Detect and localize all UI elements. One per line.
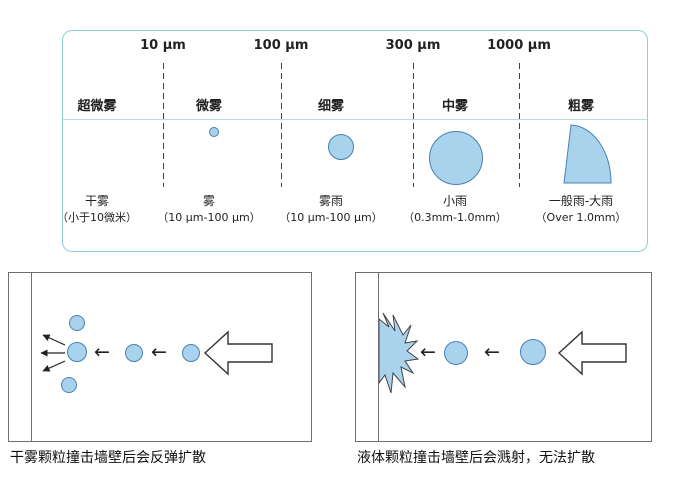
large-droplet-shape xyxy=(563,124,612,184)
precipitation-range: （0.3mm-1.0mm） xyxy=(403,211,507,224)
size-threshold-label: 300 μm xyxy=(385,38,441,53)
flow-direction-arrow-icon xyxy=(558,330,627,376)
scatter-arrows-icon xyxy=(40,334,66,372)
size-divider-line xyxy=(281,63,282,187)
mist-category-label: 中雾 xyxy=(441,99,468,114)
precipitation-type: 雾雨 xyxy=(318,194,343,208)
precipitation-range: （10 μm-100 μm） xyxy=(279,211,383,224)
precipitation-label: 一般雨-大雨 （Over 1.0mm） xyxy=(506,193,656,225)
droplet-size-panel: 10 μm 100 μm 300 μm 1000 μm 超微雾 微雾 细雾 中雾… xyxy=(57,30,648,252)
precipitation-range: （Over 1.0mm） xyxy=(535,211,627,224)
dry-fog-impact-diagram: ← ← xyxy=(8,272,312,442)
wall-line xyxy=(31,273,32,441)
left-arrow-icon: ← xyxy=(151,341,167,363)
flow-direction-arrow-icon xyxy=(204,330,273,376)
precipitation-range: （小于10微米） xyxy=(57,211,137,224)
size-divider-line xyxy=(519,63,520,187)
right-diagram-caption: 液体颗粒撞击墙壁后会溅射，无法扩散 xyxy=(357,450,595,466)
left-arrow-icon: ← xyxy=(420,341,436,363)
droplet-circle xyxy=(444,341,468,365)
precipitation-type: 小雨 xyxy=(442,194,467,208)
size-threshold-label: 10 μm xyxy=(140,38,186,53)
precipitation-label: 干雾 （小于10微米） xyxy=(22,193,172,225)
droplet-circle xyxy=(125,344,143,362)
left-diagram-caption: 干雾颗粒撞击墙壁后会反弹扩散 xyxy=(10,450,206,466)
precipitation-label: 雾 （10 μm-100 μm） xyxy=(134,193,284,225)
bounced-droplet-circle xyxy=(61,377,77,393)
precipitation-label: 小雨 （0.3mm-1.0mm） xyxy=(380,193,530,225)
size-threshold-label: 1000 μm xyxy=(487,38,551,53)
droplet-circle xyxy=(520,339,546,365)
droplet-circle xyxy=(182,344,200,362)
mist-category-label: 粗雾 xyxy=(567,99,594,114)
panel-divider-line xyxy=(63,119,647,120)
mist-category-label: 超微雾 xyxy=(77,99,117,114)
left-arrow-icon: ← xyxy=(94,341,110,363)
precipitation-type: 雾 xyxy=(202,194,215,208)
droplet-circle-tiny xyxy=(209,127,219,137)
left-arrow-icon: ← xyxy=(484,341,500,363)
size-divider-line xyxy=(413,63,414,187)
droplet-circle-medium xyxy=(429,131,483,185)
precipitation-range: （10 μm-100 μm） xyxy=(157,211,261,224)
droplet-circle-small xyxy=(328,134,354,160)
mist-category-label: 微雾 xyxy=(195,99,222,114)
mist-category-label: 细雾 xyxy=(317,99,344,114)
bounced-droplet-circle xyxy=(69,315,85,331)
precipitation-label: 雾雨 （10 μm-100 μm） xyxy=(256,193,406,225)
precipitation-type: 干雾 xyxy=(84,194,109,208)
size-divider-line xyxy=(163,63,164,187)
size-threshold-label: 100 μm xyxy=(253,38,309,53)
splash-shape xyxy=(379,312,419,394)
liquid-impact-diagram: ← ← xyxy=(355,272,652,442)
droplet-circle xyxy=(67,342,87,362)
precipitation-type: 一般雨-大雨 xyxy=(548,194,614,208)
